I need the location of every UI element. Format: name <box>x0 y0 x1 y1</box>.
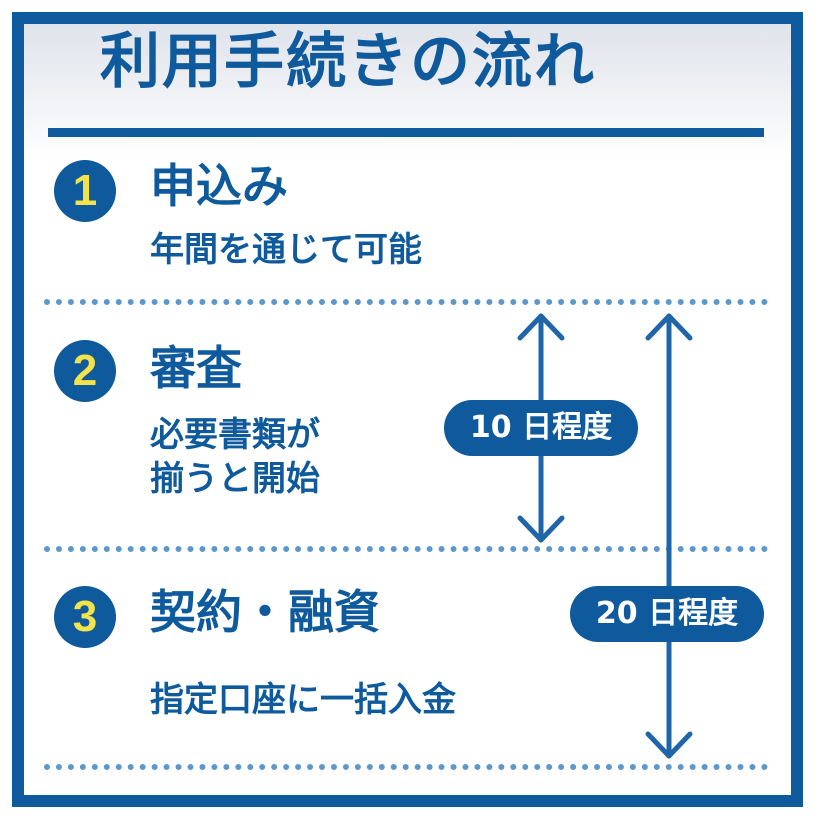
page-title: 利用手続きの流れ <box>100 27 596 97</box>
step-3-heading: 契約・融資 <box>150 585 380 639</box>
step-3-description: 指定口座に一括入金 <box>150 678 456 722</box>
step-1-heading: 申込み <box>150 159 288 213</box>
arrow-20-days <box>645 313 693 759</box>
dotted-divider-2 <box>44 546 768 552</box>
step-1-description-line: 年間を通じて可能 <box>150 230 422 270</box>
step-2-number-badge: 2 <box>54 340 116 402</box>
step-2-description-line-1: 必要書類が <box>150 415 320 455</box>
dotted-divider-3 <box>44 764 768 770</box>
step-2-description: 必要書類が 揃うと開始 <box>150 413 320 501</box>
step-2-description-line-2: 揃うと開始 <box>150 459 320 500</box>
duration-badge-10-days: 10 日程度 <box>444 400 638 456</box>
step-1-description: 年間を通じて可能 <box>150 228 422 272</box>
duration-badge-20-days: 20 日程度 <box>570 586 764 642</box>
step-1-number-badge: 1 <box>54 160 116 222</box>
step-3-description-line: 指定口座に一括入金 <box>150 680 456 720</box>
title-underline <box>48 128 764 137</box>
step-3-number-badge: 3 <box>54 586 116 648</box>
dotted-divider-1 <box>44 299 768 305</box>
step-2-heading: 審査 <box>150 341 242 395</box>
